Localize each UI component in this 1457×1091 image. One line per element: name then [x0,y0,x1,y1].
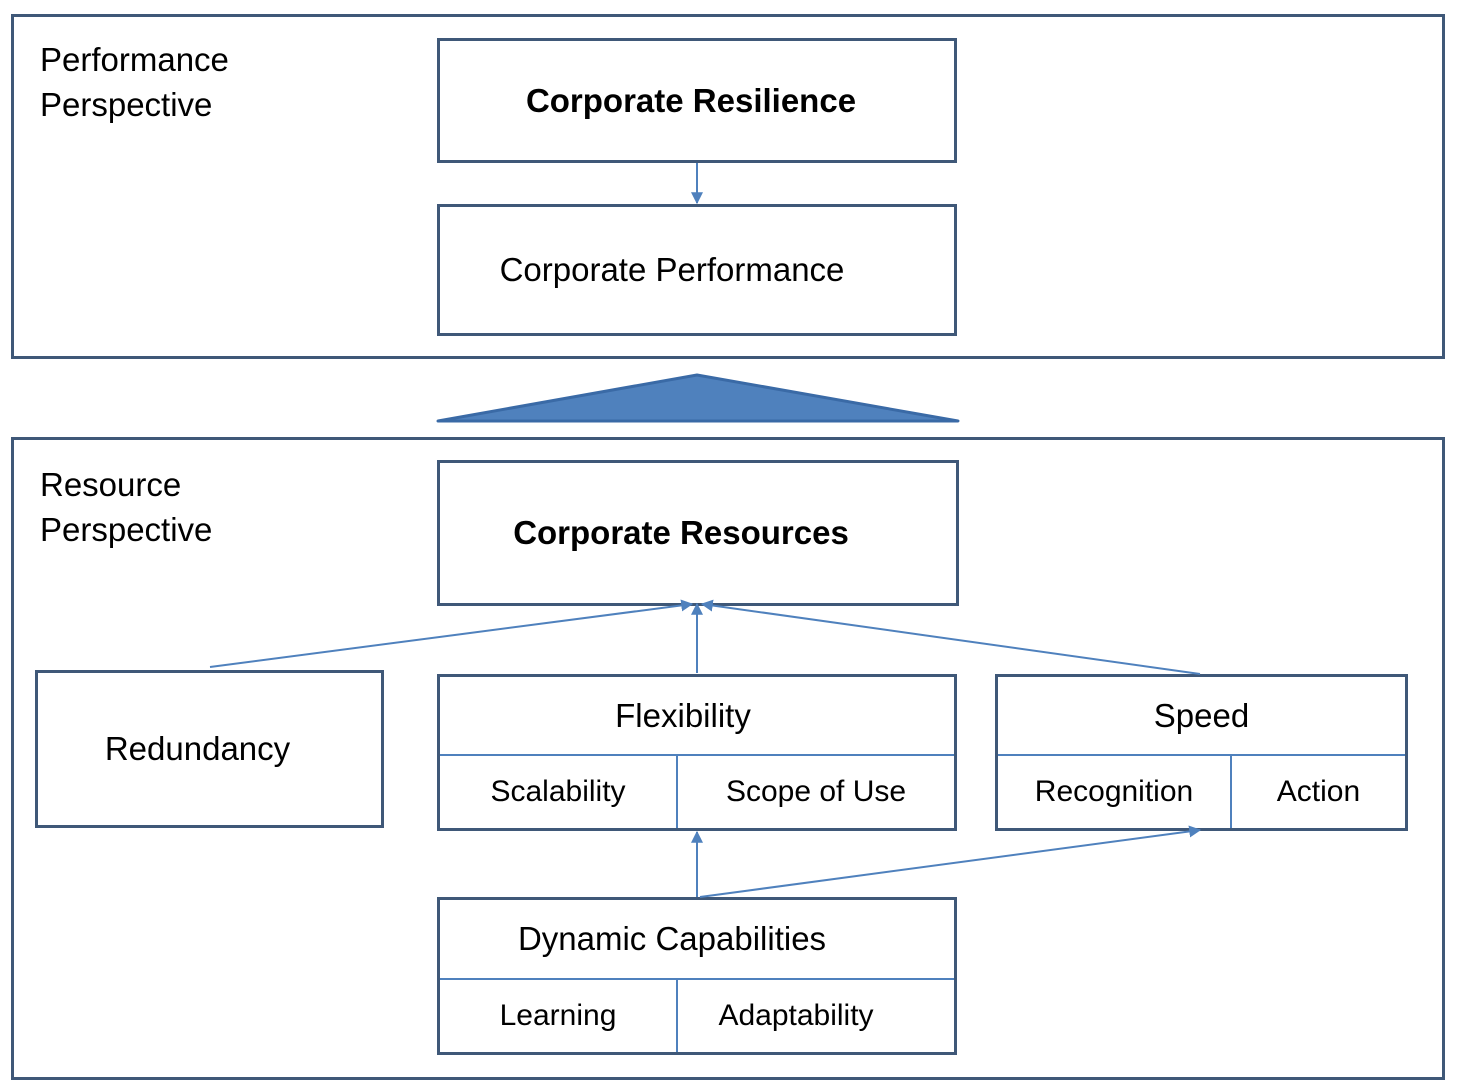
dynamic-capabilities-learning-label: Learning [499,999,617,1032]
arrow-speed-to-resources [700,599,1201,675]
performance-perspective-line1: Performance [40,41,229,78]
performance-perspective-line2: Perspective [40,86,213,123]
dynamic-capabilities-box: Dynamic Capabilities Learning Adaptabili… [437,897,957,1055]
performance-perspective-label: Performance Perspective [40,37,229,127]
flexibility-sub-divider [676,755,678,828]
resource-perspective-label: Resource Perspective [40,462,212,552]
dynamic-capabilities-adaptability-label: Adaptability [718,999,874,1032]
arrow-redundancy-to-resources [209,599,694,668]
dynamic-capabilities-divider [440,978,954,980]
flexibility-box: Flexibility Scalability Scope of Use [437,674,957,831]
resource-perspective-line1: Resource [40,466,182,503]
speed-recognition-label: Recognition [1034,775,1194,808]
performance-perspective-frame [11,14,1445,359]
corporate-resilience-label: Corporate Resilience [525,81,857,119]
flexibility-scope-of-use-label: Scope of Use [725,775,907,808]
speed-divider [998,754,1405,756]
corporate-resources-label: Corporate Resources [513,514,849,551]
resource-perspective-line2: Perspective [40,511,213,548]
redundancy-label: Redundancy [104,730,291,767]
dynamic-capabilities-title: Dynamic Capabilities [517,920,827,957]
arrow-dynamic-to-speed [699,825,1202,898]
corporate-performance-box: Corporate Performance [437,204,957,336]
speed-box: Speed Recognition Action [995,674,1408,831]
flexibility-title: Flexibility [615,696,751,734]
dynamic-capabilities-sub-divider [676,979,678,1052]
corporate-resilience-box: Corporate Resilience [437,38,957,163]
resource-perspective-frame [11,437,1445,1080]
speed-title: Speed [1153,696,1250,734]
speed-sub-divider [1230,755,1232,828]
flexibility-scalability-label: Scalability [490,775,626,808]
corporate-performance-label: Corporate Performance [499,251,845,288]
speed-action-label: Action [1276,775,1361,808]
redundancy-box: Redundancy [35,670,384,828]
transition-triangle [436,373,960,423]
flexibility-divider [440,754,954,756]
corporate-resources-box: Corporate Resources [437,460,959,606]
